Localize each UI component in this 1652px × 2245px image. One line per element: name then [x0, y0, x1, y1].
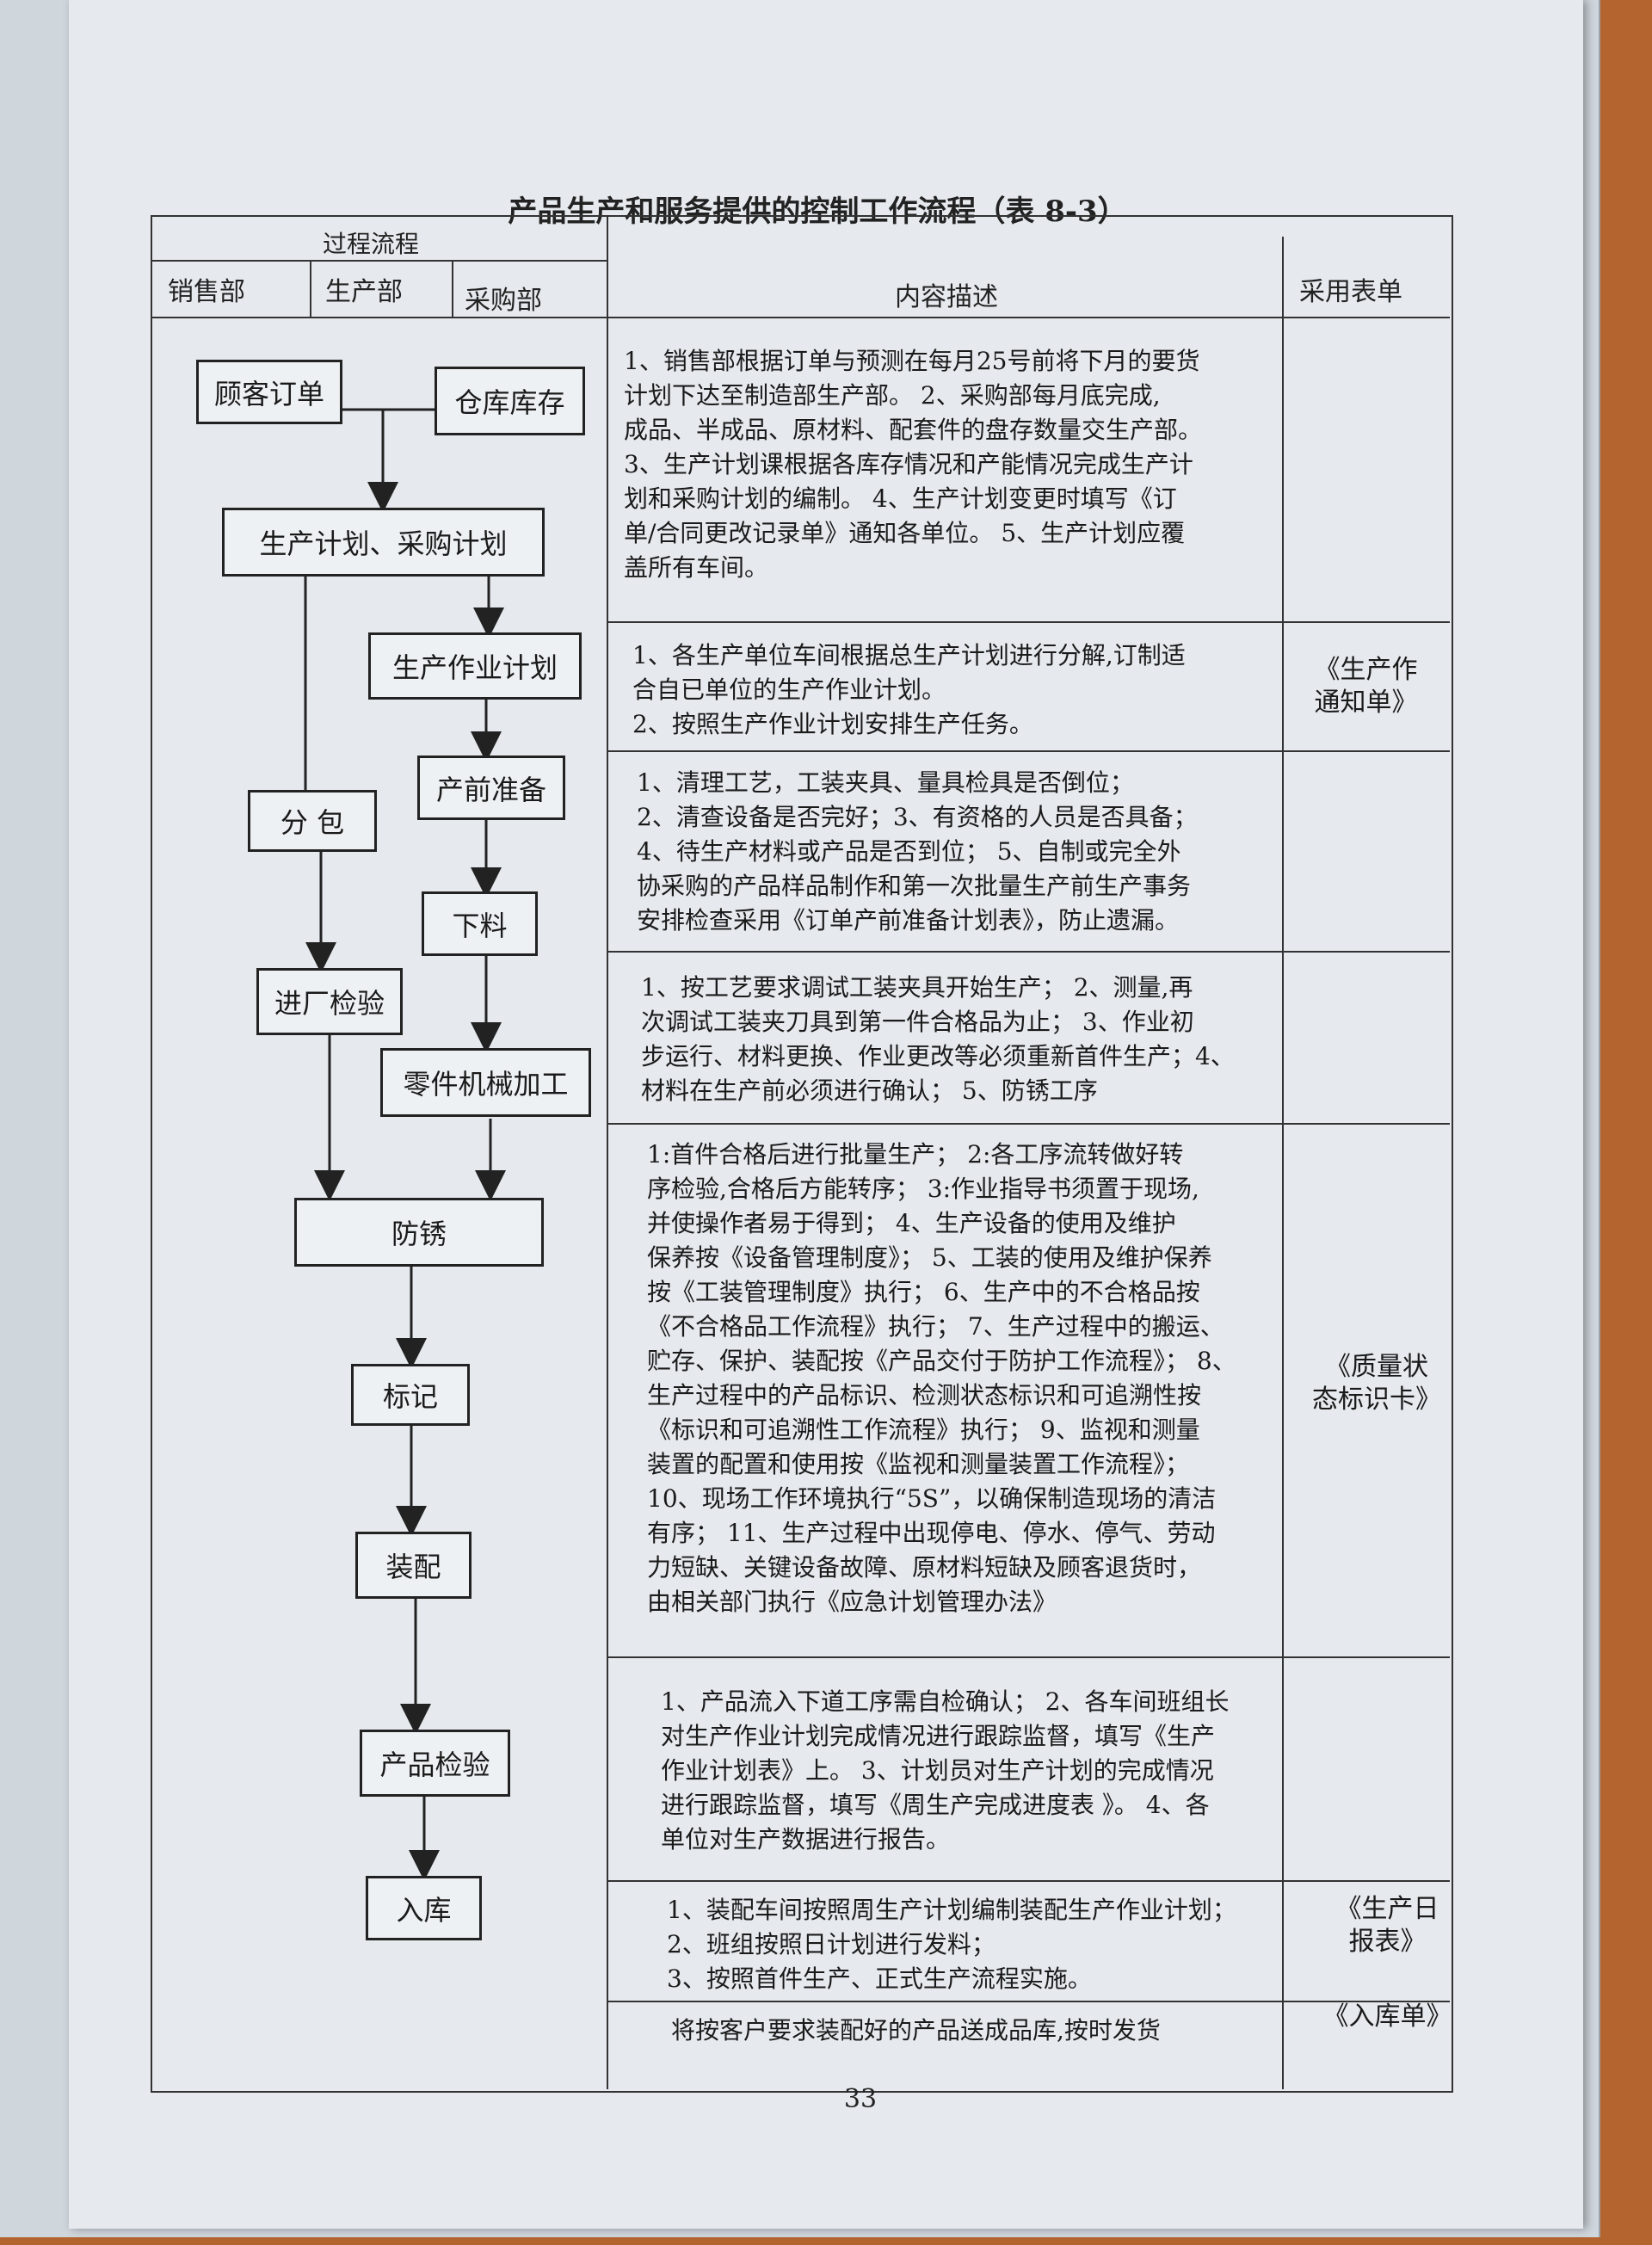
- row-3-description: 1、清理工艺，工装夹具、量具检具是否倒位； 2、清查设备是否完好；3、有资格的人…: [637, 768, 1198, 934]
- row-8-description: 将按客户要求装配好的产品送成品库,按时发货: [671, 2016, 1161, 2045]
- row-8-form: 《入库单》: [1322, 2001, 1452, 2032]
- flow-box-work-plan: 生产作业计划: [368, 632, 582, 700]
- header-dept-purchasing: 采购部: [465, 286, 542, 316]
- table-divider: [151, 260, 607, 262]
- flow-box-pre-production-prep: 产前准备: [417, 756, 565, 820]
- flow-box-rustproof: 防锈: [294, 1198, 544, 1267]
- row-6-description: 1、产品流入下道工序需自检确认； 2、各车间班组长 对生产作业计划完成情况进行跟…: [661, 1687, 1230, 1853]
- row-divider: [607, 621, 1450, 623]
- row-divider: [607, 951, 1450, 953]
- flow-box-assembly: 装配: [355, 1532, 472, 1599]
- header-forms-used: 采用表单: [1299, 277, 1402, 307]
- header-dept-sales: 销售部: [168, 277, 245, 307]
- row-4-description: 1、按工艺要求调试工装夹具开始生产； 2、测量,再 次调试工装夹刀具到第一件合格…: [641, 973, 1235, 1105]
- flow-box-storage: 入库: [366, 1876, 482, 1940]
- row-7-form: 《生产日 报表》: [1335, 1894, 1439, 1957]
- flow-box-warehouse-stock: 仓库库存: [435, 367, 585, 435]
- row-divider: [607, 1880, 1450, 1882]
- table-frame: [151, 215, 1453, 2093]
- table-divider: [607, 215, 608, 2089]
- row-divider: [607, 1123, 1450, 1125]
- row-divider: [607, 1656, 1450, 1658]
- header-dept-production: 生产部: [325, 277, 403, 307]
- row-divider: [607, 2001, 1450, 2002]
- page-number: 33: [843, 2084, 878, 2114]
- flow-box-production-purchase-plan: 生产计划、采购计划: [222, 508, 545, 577]
- flow-box-incoming-inspection: 进厂检验: [256, 968, 403, 1035]
- header-content-description: 内容描述: [895, 282, 998, 312]
- document-title: 产品生产和服务提供的控制工作流程（表 8-3）: [508, 194, 1127, 229]
- row-2-form: 《生产作 通知单》: [1314, 655, 1418, 718]
- flow-box-marking: 标记: [351, 1364, 470, 1426]
- header-process-flow: 过程流程: [323, 230, 420, 258]
- row-divider: [607, 750, 1450, 752]
- row-7-description: 1、装配车间按照周生产计划编制装配生产作业计划； 2、班组按照日计划进行发料； …: [667, 1896, 1236, 1993]
- flow-box-part-machining: 零件机械加工: [380, 1048, 591, 1117]
- flow-box-subcontract: 分 包: [248, 790, 377, 852]
- row-2-description: 1、各生产单位车间根据总生产计划进行分解,订制适 合自已单位的生产作业计划。 2…: [632, 641, 1186, 738]
- flow-box-product-inspection: 产品检验: [360, 1730, 510, 1797]
- flow-box-cutting: 下料: [422, 891, 538, 956]
- flow-box-customer-order: 顾客订单: [196, 360, 342, 424]
- row-1-description: 1、销售部根据订单与预测在每月25号前将下月的要货 计划下达至制造部生产部。 2…: [624, 347, 1203, 582]
- row-5-form: 《质量状 态标识卡》: [1312, 1352, 1441, 1415]
- table-divider: [1282, 237, 1284, 2089]
- table-divider: [310, 260, 311, 317]
- table-divider: [452, 260, 453, 317]
- row-5-description: 1:首件合格后进行批量生产； 2:各工序流转做好转 序检验,合格后方能转序； 3…: [647, 1140, 1236, 1616]
- table-divider: [151, 317, 1450, 318]
